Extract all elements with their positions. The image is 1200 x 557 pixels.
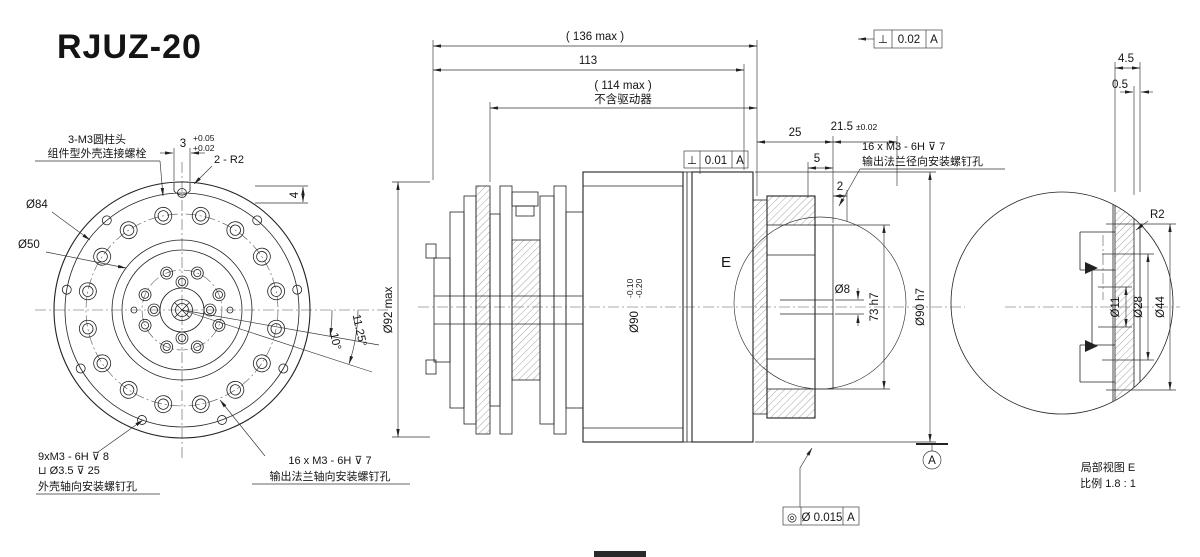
fcf-top-datum: A (930, 34, 938, 46)
drawing-title: RJUZ-20 (57, 28, 202, 66)
dia-84: Ø84 (26, 199, 48, 211)
dim-5: 5 (814, 153, 820, 165)
dim-0-5-group: 0.5 (1112, 79, 1153, 195)
dim-2-r2: 2 - R2 (214, 154, 244, 166)
fcf-mid-value: 0.01 (705, 155, 727, 167)
dim-2-group: 2 (832, 181, 848, 222)
note-9xm3: 9xM3 - 6H ⊽ 8 ⊔ Ø3.5 ⊽ 25 外壳轴向安装螺钉孔 (36, 419, 160, 495)
dim-dia8-group: Ø8 (835, 284, 864, 326)
dim-136: ( 136 max ) (566, 31, 624, 43)
title-block-edge (594, 551, 646, 557)
note-9xm3-line1: 9xM3 - 6H ⊽ 8 (38, 451, 109, 463)
fcf-mid-datum: A (736, 155, 744, 167)
datum-a: A (916, 443, 948, 470)
fcf-bottom-value: Ø 0.015 (802, 512, 843, 524)
dim-3-tol-upper: +0.05 (193, 133, 215, 143)
dim-dia92-group: Ø92 max (383, 181, 430, 438)
dim-4: 4 (289, 191, 301, 198)
dim-114-line1: ( 114 max ) (594, 80, 651, 92)
keyway-notch (173, 183, 191, 196)
dim-4-5: 4.5 (1118, 53, 1134, 65)
angle-10-label: 10° (327, 332, 342, 352)
angle-dimensions: 10° 11.25° (181, 309, 380, 373)
angle-11-25-label: 11.25° (350, 313, 369, 347)
dim-3-group: 3 +0.05 +0.02 (160, 133, 215, 181)
dia-90: Ø90 (629, 311, 641, 333)
dim-0-5: 0.5 (1112, 79, 1128, 91)
fcf-mid-symbol: ⊥ (687, 155, 697, 167)
fcf-top-symbol: ⊥ (878, 34, 888, 46)
dim-dia28-group: Ø28 (1102, 253, 1154, 361)
dim-114-group: ( 114 max ) 不含驱动器 (489, 80, 758, 182)
r2-label: R2 (1150, 209, 1165, 221)
fcf-bottom-symbol: ◎ (787, 512, 797, 524)
note-radial-line1: 16 x M3 - 6H ⊽ 7 (862, 141, 945, 153)
dia-11: Ø11 (1110, 297, 1122, 318)
dia-50: Ø50 (18, 239, 40, 251)
detail-boundary-circle (733, 216, 907, 390)
dim-113: 113 (579, 55, 597, 67)
dim-3-tol-lower: +0.02 (193, 143, 215, 153)
note-16xm3-line1: 16 x M3 - 6H ⊽ 7 (288, 455, 371, 467)
dim-25-group: 25 (756, 127, 834, 223)
note-radial-screws: 16 x M3 - 6H ⊽ 7 输出法兰径向安装螺钉孔 (838, 141, 1005, 207)
note-3m3-line1: 3-M3圆柱头 (68, 132, 126, 146)
gear-assembly (425, 185, 584, 435)
dia-84-group: Ø84 (26, 199, 91, 241)
dia-90-tol-upper: -0.10 (625, 278, 635, 298)
r2-group: R2 (1135, 209, 1165, 231)
seal-lower (1085, 340, 1098, 352)
dia-92-max: Ø92 max (383, 286, 395, 333)
dim-4-group: 4 (255, 185, 308, 204)
dim-136-group: ( 136 max ) (432, 31, 758, 196)
dim-21-5-group: 21.5 ±0.02 (831, 121, 898, 186)
dia-8: Ø8 (835, 284, 850, 296)
dim-2: 2 (837, 181, 843, 193)
dim-21-5-tol: ±0.02 (856, 122, 877, 132)
note-16xm3-front: 16 x M3 - 6H ⊽ 7 输出法兰轴向安装螺钉孔 (219, 399, 410, 485)
dim-4-5-group: 4.5 (1114, 53, 1141, 192)
dia-90-tol-lower: -0.20 (634, 278, 644, 298)
detail-view: 4.5 0.5 R2 Ø11 Ø28 Ø44 (950, 53, 1180, 490)
note-3m3: 3-M3圆柱头 组件型外壳连接螺栓 (35, 132, 164, 197)
detail-caption-line2: 比例 1.8 : 1 (1080, 476, 1136, 490)
detail-label-e: E (721, 254, 731, 271)
note-3m3-line2: 组件型外壳连接螺栓 (48, 146, 147, 160)
dim-2r2-group: 2 - R2 (193, 154, 244, 185)
dia-50-group: Ø50 (18, 239, 127, 269)
dim-73-group: 73 h7 (833, 224, 890, 390)
center-hub (130, 275, 234, 345)
dim-25: 25 (789, 127, 802, 139)
fcf-concentricity: ◎ Ø 0.015 A (782, 447, 860, 526)
dim-3: 3 (180, 138, 186, 150)
dim-21-5: 21.5 (831, 121, 853, 133)
output-flange (733, 195, 907, 419)
fcf-perpendicularity-002: ⊥ 0.02 A (857, 29, 943, 49)
detail-caption-line1: 局部视图 E (1081, 460, 1135, 474)
note-9xm3-line2: ⊔ Ø3.5 ⊽ 25 (38, 465, 100, 477)
fcf-bottom-datum: A (847, 512, 855, 524)
note-radial-line2: 输出法兰径向安装螺钉孔 (862, 154, 983, 168)
note-16xm3-line2: 输出法兰轴向安装螺钉孔 (270, 469, 391, 483)
dim-dia11-group: Ø11 (1098, 286, 1132, 328)
dim-114-line2: 不含驱动器 (594, 92, 652, 106)
fcf-perpendicularity-001: ⊥ 0.01 A (683, 150, 749, 174)
dia-28: Ø28 (1133, 296, 1145, 318)
dim-73-h7: 73 h7 (869, 293, 881, 322)
front-view: 10° 11.25° 3 +0.05 +0.02 2 - R2 4 Ø84 (18, 132, 410, 495)
dim-113-group: 113 (432, 55, 745, 170)
dim-dia90-group: Ø90 -0.10 -0.20 (625, 278, 644, 333)
datum-a-label: A (928, 455, 936, 467)
dia-44: Ø44 (1155, 296, 1167, 318)
seal-upper (1085, 262, 1098, 274)
section-view: E ( 136 max ) 113 ( 114 max ) 不含驱动器 25 (383, 29, 1005, 526)
fcf-top-value: 0.02 (898, 34, 920, 46)
dim-dia44-group: Ø44 (1106, 223, 1176, 391)
dia-90-h7: Ø90 h7 (915, 288, 927, 326)
note-9xm3-line3: 外壳轴向安装螺钉孔 (38, 479, 137, 493)
dim-dia90h7-group: Ø90 h7 (755, 171, 936, 443)
dim-5-group: 5 (807, 153, 834, 198)
